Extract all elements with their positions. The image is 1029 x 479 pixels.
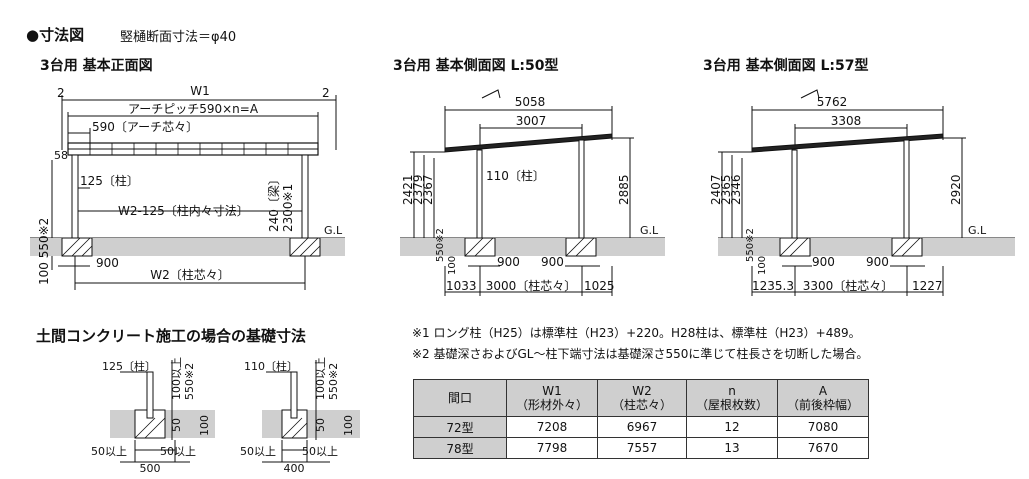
beam-label: 240〔梁〕 xyxy=(266,173,281,232)
h2300-label: 2300※1 xyxy=(281,184,295,232)
side50-post: 110〔柱〕 xyxy=(486,168,545,183)
side57-o1235: 1235.3 xyxy=(752,279,794,293)
row-label: 78型 xyxy=(413,437,507,459)
col-header-frontage: 間口 xyxy=(413,379,507,417)
side50-o1025: 1025 xyxy=(584,279,615,293)
side57-h2407: 2407 xyxy=(709,174,723,205)
side50-d100: 100 xyxy=(447,256,458,275)
side50-title: 3台用 基本側面図 L:50型 xyxy=(393,58,559,74)
found-right-post: 110〔柱〕 xyxy=(244,359,298,373)
side50-f900a: 900 xyxy=(497,255,520,269)
side57-h2365: 2365 xyxy=(719,174,733,205)
side57-o1227: 1227 xyxy=(912,279,943,293)
front-view-diagram: W1 2 2 アーチピッチ590×n=A 590〔アーチ芯々〕 58 125〔柱… xyxy=(30,84,345,290)
col-header-w1: W1（形材外々） xyxy=(506,379,598,417)
h58-label: 58 xyxy=(54,149,68,162)
cell-n: 13 xyxy=(686,437,778,459)
side57-d550: 550※2 xyxy=(745,228,756,262)
table-row: 72型 7208 6967 12 7080 xyxy=(413,416,869,438)
note-2: ※2 基礎深さおよびGL～柱下端寸法は基礎深さ550に準じて柱長さを切断した場合… xyxy=(412,347,869,361)
found-right-mright: 50以上 xyxy=(302,445,338,458)
found-left-post: 125〔柱〕 xyxy=(102,359,156,373)
cell-n: 12 xyxy=(686,416,778,438)
foundation-diagrams: 125〔柱〕 100以上 550※2 50 100 50以上 50以上 500 … xyxy=(91,357,360,475)
gl-label: G.L xyxy=(324,224,343,237)
cell-w1: 7798 xyxy=(506,437,598,459)
found-left-d100: 100以上 xyxy=(170,357,183,400)
section-title: ●寸法図 xyxy=(26,26,85,44)
side50-h2421: 2421 xyxy=(401,174,415,205)
w2-label: W2〔柱芯々〕 xyxy=(150,267,230,282)
found-right-d550: 550※2 xyxy=(327,363,340,400)
side57-d100: 100 xyxy=(757,256,768,275)
side50-core: 3000〔柱芯々〕 xyxy=(486,278,577,293)
section-subtitle: 竪樋断面寸法＝φ40 xyxy=(120,30,237,45)
side57-f900b: 900 xyxy=(866,255,889,269)
cell-a: 7670 xyxy=(777,437,869,459)
found-left-mleft: 50以上 xyxy=(91,445,127,458)
found-left-d550: 550※2 xyxy=(183,363,196,400)
found-right-width: 400 xyxy=(284,462,305,475)
inner-dim-label: W2-125〔柱内々寸法〕 xyxy=(118,203,249,218)
edge-left-label: 2 xyxy=(57,86,65,100)
found-left-mright: 50以上 xyxy=(160,445,196,458)
side50-h2885: 2885 xyxy=(617,174,631,205)
row-label: 72型 xyxy=(413,416,507,438)
side57-f900a: 900 xyxy=(812,255,835,269)
side57-title: 3台用 基本側面図 L:57型 xyxy=(703,58,869,74)
side50-h2367: 2367 xyxy=(421,174,435,205)
spec-table: 間口 W1（形材外々） W2（柱芯々） n（屋根枚数） A（前後枠幅） 72型 … xyxy=(413,379,869,459)
arch-core-label: 590〔アーチ芯々〕 xyxy=(92,120,198,134)
found-right-h50: 50 xyxy=(314,418,327,432)
found-right-h100: 100 xyxy=(342,415,355,436)
side57-h2920: 2920 xyxy=(949,174,963,205)
cell-w2: 6967 xyxy=(597,416,687,438)
w1-label: W1 xyxy=(190,84,210,98)
edge-right-label: 2 xyxy=(322,86,330,100)
cell-a: 7080 xyxy=(777,416,869,438)
side57-len: 5762 xyxy=(817,95,848,109)
front-view-title: 3台用 基本正面図 xyxy=(40,58,153,74)
col-header-a: A（前後枠幅） xyxy=(777,379,869,417)
side57-core: 3300〔柱芯々〕 xyxy=(803,278,894,293)
side50-f900b: 900 xyxy=(541,255,564,269)
col-header-w2: W2（柱芯々） xyxy=(597,379,687,417)
cell-w1: 7208 xyxy=(506,416,598,438)
found-left-h50: 50 xyxy=(170,418,183,432)
post-125-label: 125〔柱〕 xyxy=(80,173,139,188)
side57-diagram: 5762 3308 2407 2365 2346 2920 G.L 550※2 … xyxy=(709,89,1015,296)
found-left-width: 500 xyxy=(140,462,161,475)
table-header-row: 間口 W1（形材外々） W2（柱芯々） n（屋根枚数） A（前後枠幅） xyxy=(413,379,869,417)
side50-d550: 550※2 xyxy=(435,228,446,262)
side50-gl: G.L xyxy=(640,224,659,237)
side50-h2379: 2379 xyxy=(411,174,425,205)
side50-pitch: 3007 xyxy=(516,114,547,128)
note-1: ※1 ロング柱（H25）は標準柱（H23）+220。H28柱は、標準柱（H23）… xyxy=(412,326,861,340)
side50-diagram: 5058 3007 110〔柱〕 2421 2379 2367 2885 G.L… xyxy=(400,89,665,296)
side57-h2346: 2346 xyxy=(729,174,743,205)
side50-len: 5058 xyxy=(515,95,546,109)
found-right-d100: 100以上 xyxy=(314,357,327,400)
found-depth-label: 100 550※2 xyxy=(37,218,51,285)
found-right-mleft: 50以上 xyxy=(240,445,276,458)
side57-gl: G.L xyxy=(968,224,987,237)
found-left-h100: 100 xyxy=(198,415,211,436)
side57-pitch: 3308 xyxy=(831,114,862,128)
foundation-title: 土間コンクリート施工の場合の基礎寸法 xyxy=(36,327,307,345)
side50-o1033: 1033 xyxy=(446,279,477,293)
col-header-n: n（屋根枚数） xyxy=(686,379,778,417)
w900-label: 900 xyxy=(96,256,119,270)
arch-pitch-label: アーチピッチ590×n=A xyxy=(128,102,259,116)
table-row: 78型 7798 7557 13 7670 xyxy=(413,437,869,459)
cell-w2: 7557 xyxy=(597,437,687,459)
